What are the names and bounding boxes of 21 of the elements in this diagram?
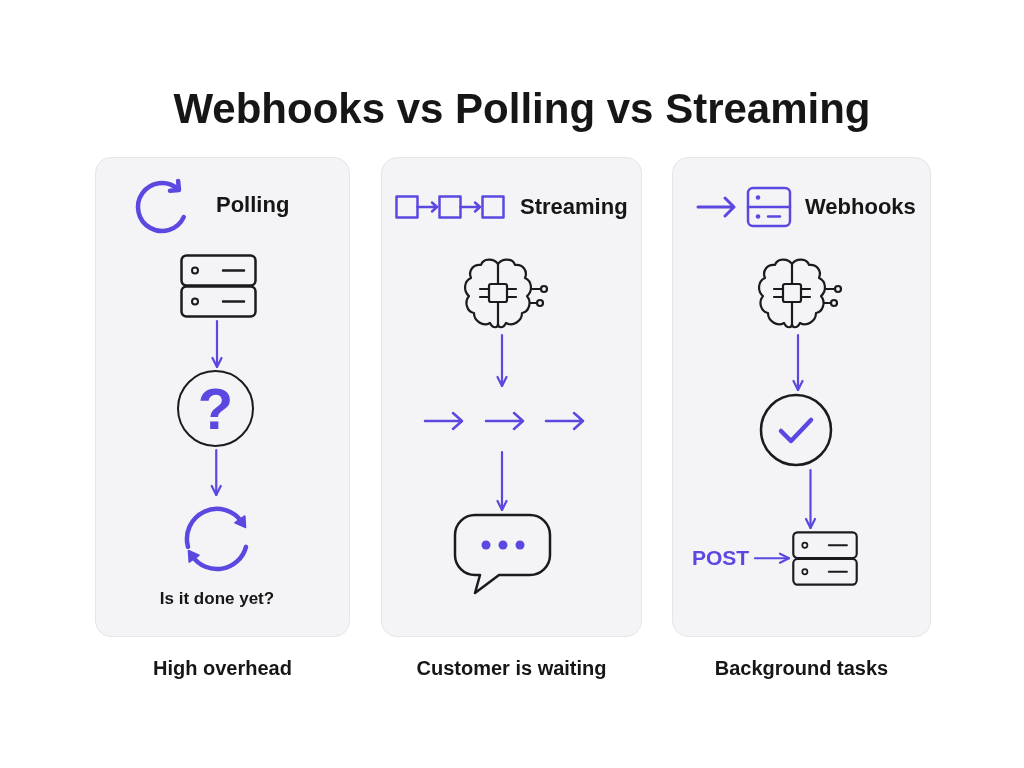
panel-heading: Webhooks [805,193,916,221]
arrow [753,552,791,564]
arrow [496,333,508,388]
arrow [496,450,508,512]
panel-caption: Background tasks [714,656,889,681]
check-circle-icon [759,393,833,467]
title: Webhooks vs Polling vs Streaming [173,84,871,134]
panel-heading: Polling [216,191,290,219]
panel-heading: Streaming [520,193,628,221]
server-icon [792,531,858,586]
arrow [210,448,222,497]
http-method-label: POST [692,544,750,572]
icon-caption: Is it done yet? [159,588,275,610]
question-circle: ? [177,370,254,447]
server-icon [180,254,257,318]
arrow [804,468,817,530]
panel-caption: Customer is waiting [416,656,607,681]
arrow [792,333,804,392]
panel-caption: High overhead [153,656,292,681]
arrow [211,319,223,369]
chat-bubble-icon [453,513,552,596]
